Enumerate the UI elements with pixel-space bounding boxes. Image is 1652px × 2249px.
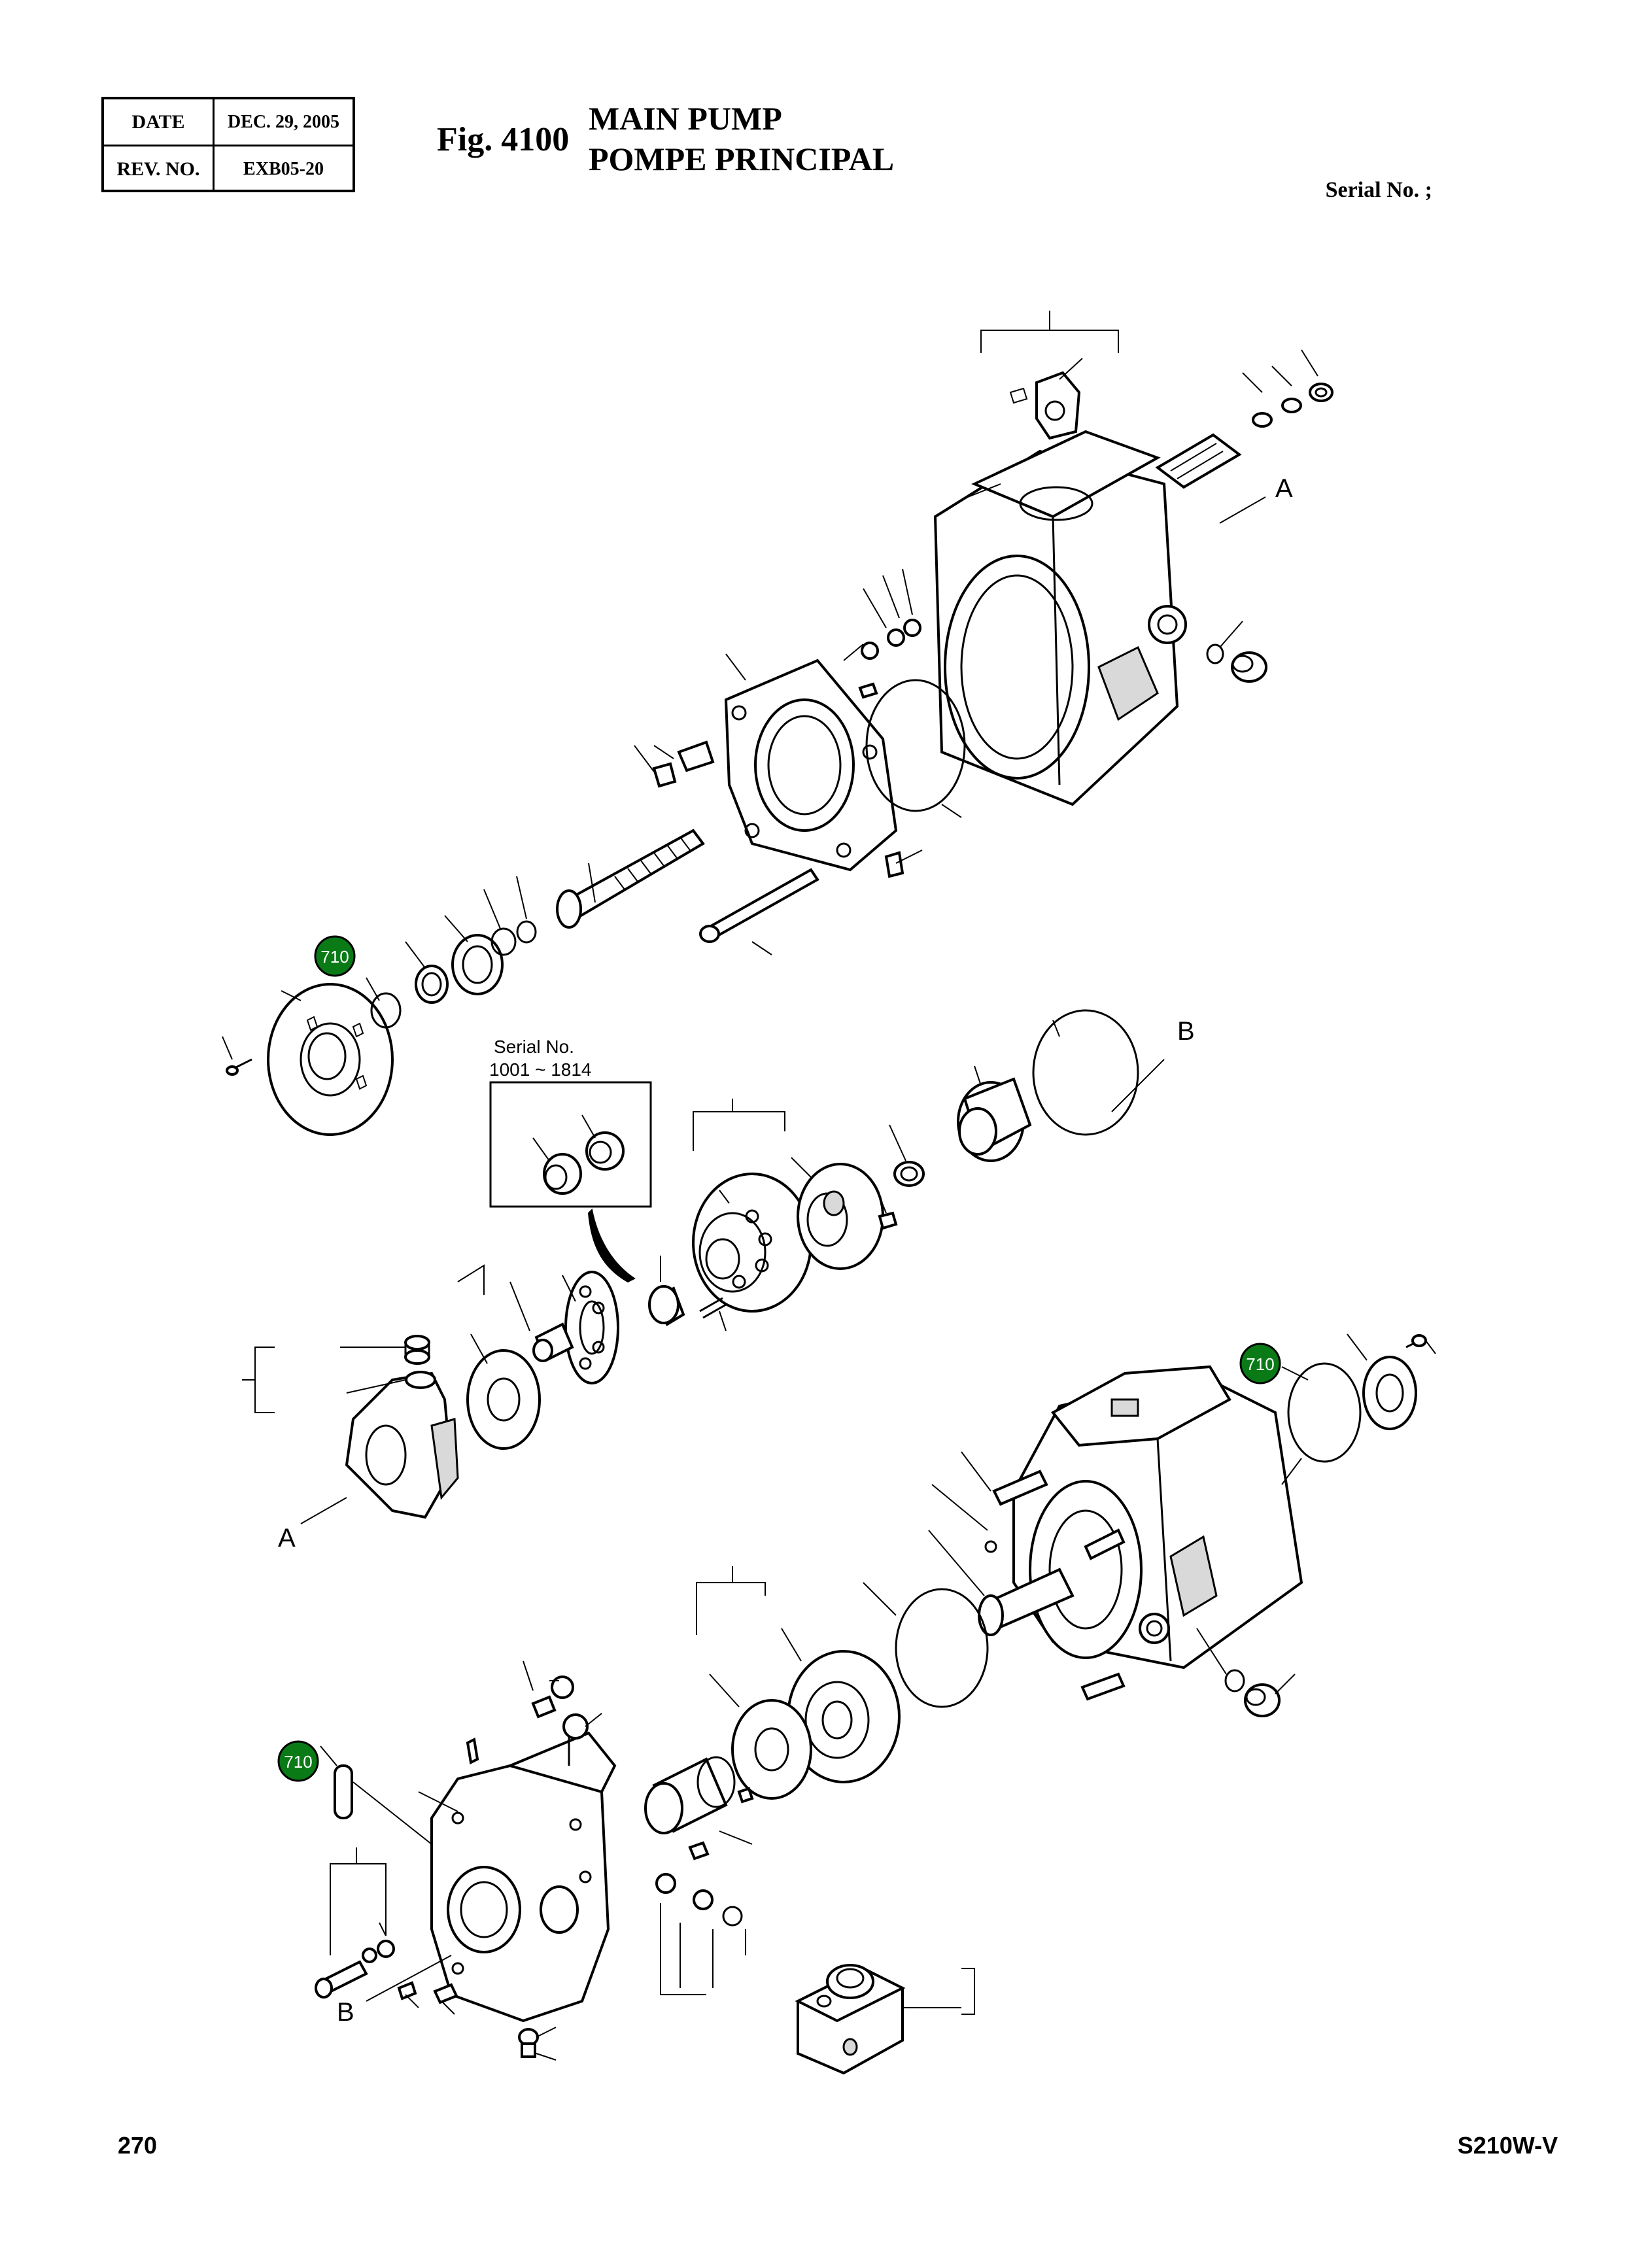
inset-serial-range: 1001 ~ 1814 [489,1059,592,1080]
leaders-lower-group [680,1582,897,1988]
ref-a-upper: A [1275,474,1293,503]
small-spring [699,1297,727,1319]
middle-small-pins [878,1161,925,1230]
flange-oring [865,679,966,812]
figure-title-french: POMPE PRINCIPAL [589,141,895,177]
seal-strip [334,1764,353,1819]
valve-block [430,1731,617,2023]
regulator-valve [795,1964,906,2075]
upper-pump-casing [933,430,1187,806]
group-bracket-top [980,330,1119,353]
seal-cover-plate [267,983,394,1136]
date-value: DEC. 29, 2005 [227,111,340,132]
leaders-middle [457,1124,906,1331]
leaders-flange [634,568,962,955]
leader-b-lower [366,1955,452,2002]
serial-number-label: Serial No. ; [1325,178,1432,202]
revision-label: REV. NO. [104,146,215,192]
badge-710-lower: 710 [277,1740,319,1782]
needle-bearing [644,1756,736,1834]
inset-bearing-parts [532,1114,625,1195]
lower-small-parts [655,1787,754,1927]
group-bracket-valve [330,1863,387,1936]
leader-a-upper [1219,496,1266,524]
leader-a-lower [300,1497,347,1524]
shaft-bearing [415,920,537,1004]
group-bracket-lower-small [660,1903,706,1995]
leader-seal-strip [353,1781,432,1845]
leaders-shaft [405,863,596,969]
leader-swash-top [346,1379,406,1394]
badge-710-upper-text: 710 [320,947,349,967]
oring-b [1032,1009,1139,1136]
leader-screw [222,1036,233,1060]
badge-710-lower-text: 710 [284,1752,312,1772]
group-bracket-regulator [961,1968,975,2015]
badge-710-upper: 710 [314,935,356,977]
ref-b-upper: B [1177,1017,1195,1046]
cover-screw [226,1058,252,1076]
spline-gear [957,1077,1032,1162]
cylinder-block [692,1173,812,1313]
revision-table: DATE DEC. 29, 2005 REV. NO. EXB05-20 [101,97,355,192]
ref-b-lower: B [337,1998,354,2027]
swash-plate [345,1371,459,1519]
upper-right-fitting [1155,383,1334,489]
front-flange [724,659,898,872]
leader-gear [974,1065,982,1086]
swash-pin [404,1335,430,1365]
leader-plate [281,990,301,1001]
inset-pointer-arrow [587,1208,636,1283]
group-bracket-swash [254,1347,275,1413]
page-number: 270 [118,2132,158,2159]
valve-plate [797,1163,884,1270]
badge-710-right: 710 [1239,1343,1281,1384]
lower-oring [895,1588,989,1708]
revision-row: REV. NO. EXB05-20 [104,145,353,192]
figure-title-english: MAIN PUMP [589,100,782,137]
flange-bolt [699,868,819,943]
group-bracket-middle [693,1111,785,1151]
leaders-lower-casing [928,1333,1436,1694]
shoe-plate [466,1349,541,1450]
revision-value: EXB05-20 [243,158,324,179]
leaders-swash [470,1275,576,1364]
group-bracket-lower [696,1582,766,1635]
retainer-plate [564,1271,619,1384]
ref-a-lower: A [278,1524,296,1553]
top-connector-block [1009,371,1081,440]
serial-inset-box [489,1081,652,1208]
date-label: DATE [104,99,215,145]
seal-oring [370,992,402,1029]
flange-small-parts [652,619,921,878]
badge-710-right-text: 710 [1246,1354,1274,1374]
casing-plug [1206,644,1267,683]
leader-badge-upper [366,977,380,1001]
lower-casing-cover [1287,1334,1427,1463]
model-label: S210W-V [1457,2132,1558,2159]
figure-number: Fig. 4100 [437,121,570,158]
lower-casing-fittings [984,1469,1281,1717]
leader-badge-lower [320,1745,337,1766]
leaders-upper [967,349,1318,648]
leader-b-upper [1111,1059,1165,1112]
date-row: DATE DEC. 29, 2005 [104,99,353,145]
valve-block-small-parts [315,1675,589,2058]
lower-valve-plate [731,1699,812,1800]
drive-shaft [556,829,705,929]
leaders-valve-block [379,1660,602,2061]
lower-pump-casing [1012,1365,1303,1670]
piston [532,1322,574,1362]
spherical-bush [648,1285,685,1326]
leader-oring-b [1052,1020,1060,1037]
inset-serial-label: Serial No. [494,1037,574,1057]
